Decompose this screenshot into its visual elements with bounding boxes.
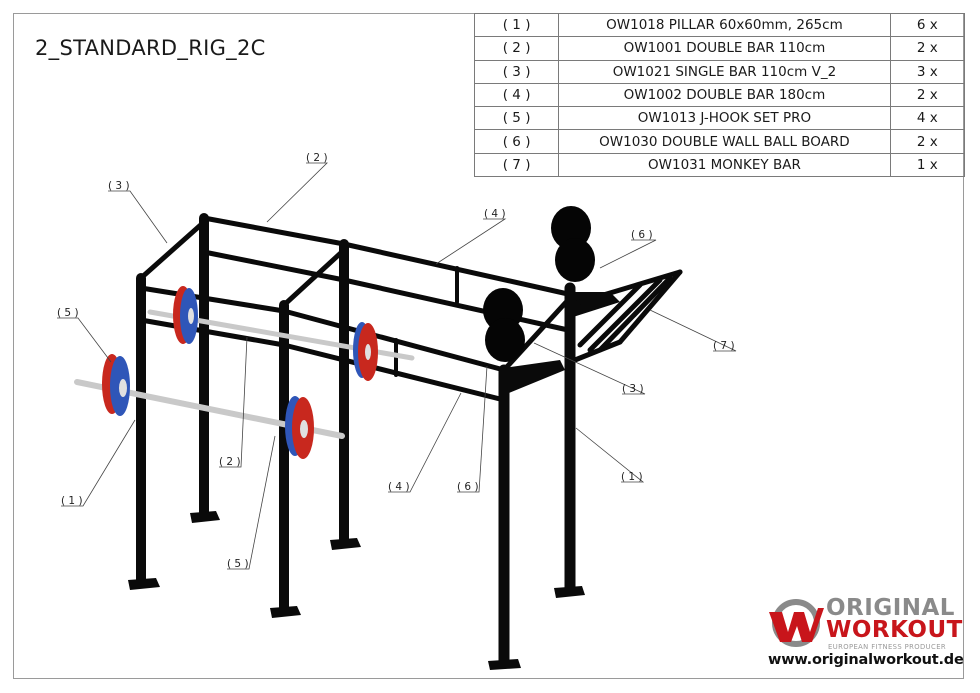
wall-ball-boards — [483, 206, 595, 362]
callout-label: ( 6 ) — [457, 481, 479, 493]
bom-row: ( 3 ) OW1021 SINGLE BAR 110cm V_2 3 x — [473, 59, 966, 84]
bom-quantity: 1 x — [889, 152, 966, 178]
bom-quantity: 4 x — [889, 106, 966, 131]
bom-quantity: 3 x — [889, 59, 966, 84]
callout-label: ( 3 ) — [108, 180, 130, 192]
callout-label: ( 4 ) — [484, 208, 506, 220]
bom-quantity: 6 x — [889, 12, 966, 38]
bom-item-number: ( 4 ) — [473, 82, 560, 108]
callout-label: ( 1 ) — [621, 471, 643, 483]
callout-label: ( 7 ) — [713, 340, 735, 352]
logo-tagline: EUROPEAN FITNESS PRODUCER — [828, 643, 947, 651]
logo-line1: ORIGINAL — [826, 595, 955, 621]
bom-row: ( 4 ) OW1002 DOUBLE BAR 180cm 2 x — [473, 82, 966, 108]
bom-item-number: ( 6 ) — [473, 129, 560, 154]
bom-description: OW1001 DOUBLE BAR 110cm — [558, 36, 891, 61]
brand-w-icon — [769, 599, 824, 647]
logo-website: www.originalworkout.de — [768, 652, 964, 668]
bill-of-materials-table: ( 1 ) OW1018 PILLAR 60x60mm, 265cm 6 x (… — [473, 12, 966, 178]
bom-description: OW1031 MONKEY BAR — [558, 152, 891, 178]
callout-labels: ( 3 ) ( 2 ) ( 4 ) ( 6 ) ( 5 ) ( 7 ) ( 3 … — [57, 152, 735, 570]
callout-label: ( 6 ) — [631, 229, 653, 241]
callout-label: ( 5 ) — [57, 307, 79, 319]
original-workout-logo: ORIGINAL WORKOUT EUROPEAN FITNESS PRODUC… — [766, 595, 964, 676]
callout-label: ( 1 ) — [61, 495, 83, 507]
bom-row: ( 6 ) OW1030 DOUBLE WALL BALL BOARD 2 x — [473, 129, 966, 154]
monkey-bar — [567, 269, 683, 363]
bom-item-number: ( 7 ) — [473, 152, 560, 178]
callout-label: ( 5 ) — [227, 558, 249, 570]
barbell-back — [147, 286, 415, 381]
corner-gussets — [504, 292, 620, 395]
bom-quantity: 2 x — [889, 36, 966, 61]
drawing-title: 2_STANDARD_RIG_2C — [35, 36, 266, 60]
barbell-front — [74, 354, 345, 459]
rig-frame — [136, 213, 576, 669]
base-plates — [128, 511, 585, 670]
callout-leaders — [57, 162, 737, 570]
bom-description: OW1030 DOUBLE WALL BALL BOARD — [558, 129, 891, 154]
bom-description: OW1002 DOUBLE BAR 180cm — [558, 82, 891, 108]
callout-label: ( 2 ) — [219, 456, 241, 468]
callout-label: ( 3 ) — [622, 383, 644, 395]
callout-label: ( 4 ) — [388, 481, 410, 493]
bom-row: ( 7 ) OW1031 MONKEY BAR 1 x — [473, 152, 966, 178]
callout-label: ( 2 ) — [306, 152, 328, 164]
bom-quantity: 2 x — [889, 129, 966, 154]
logo-line2: WORKOUT — [826, 617, 963, 643]
bom-row: ( 2 ) OW1001 DOUBLE BAR 110cm 2 x — [473, 36, 966, 61]
